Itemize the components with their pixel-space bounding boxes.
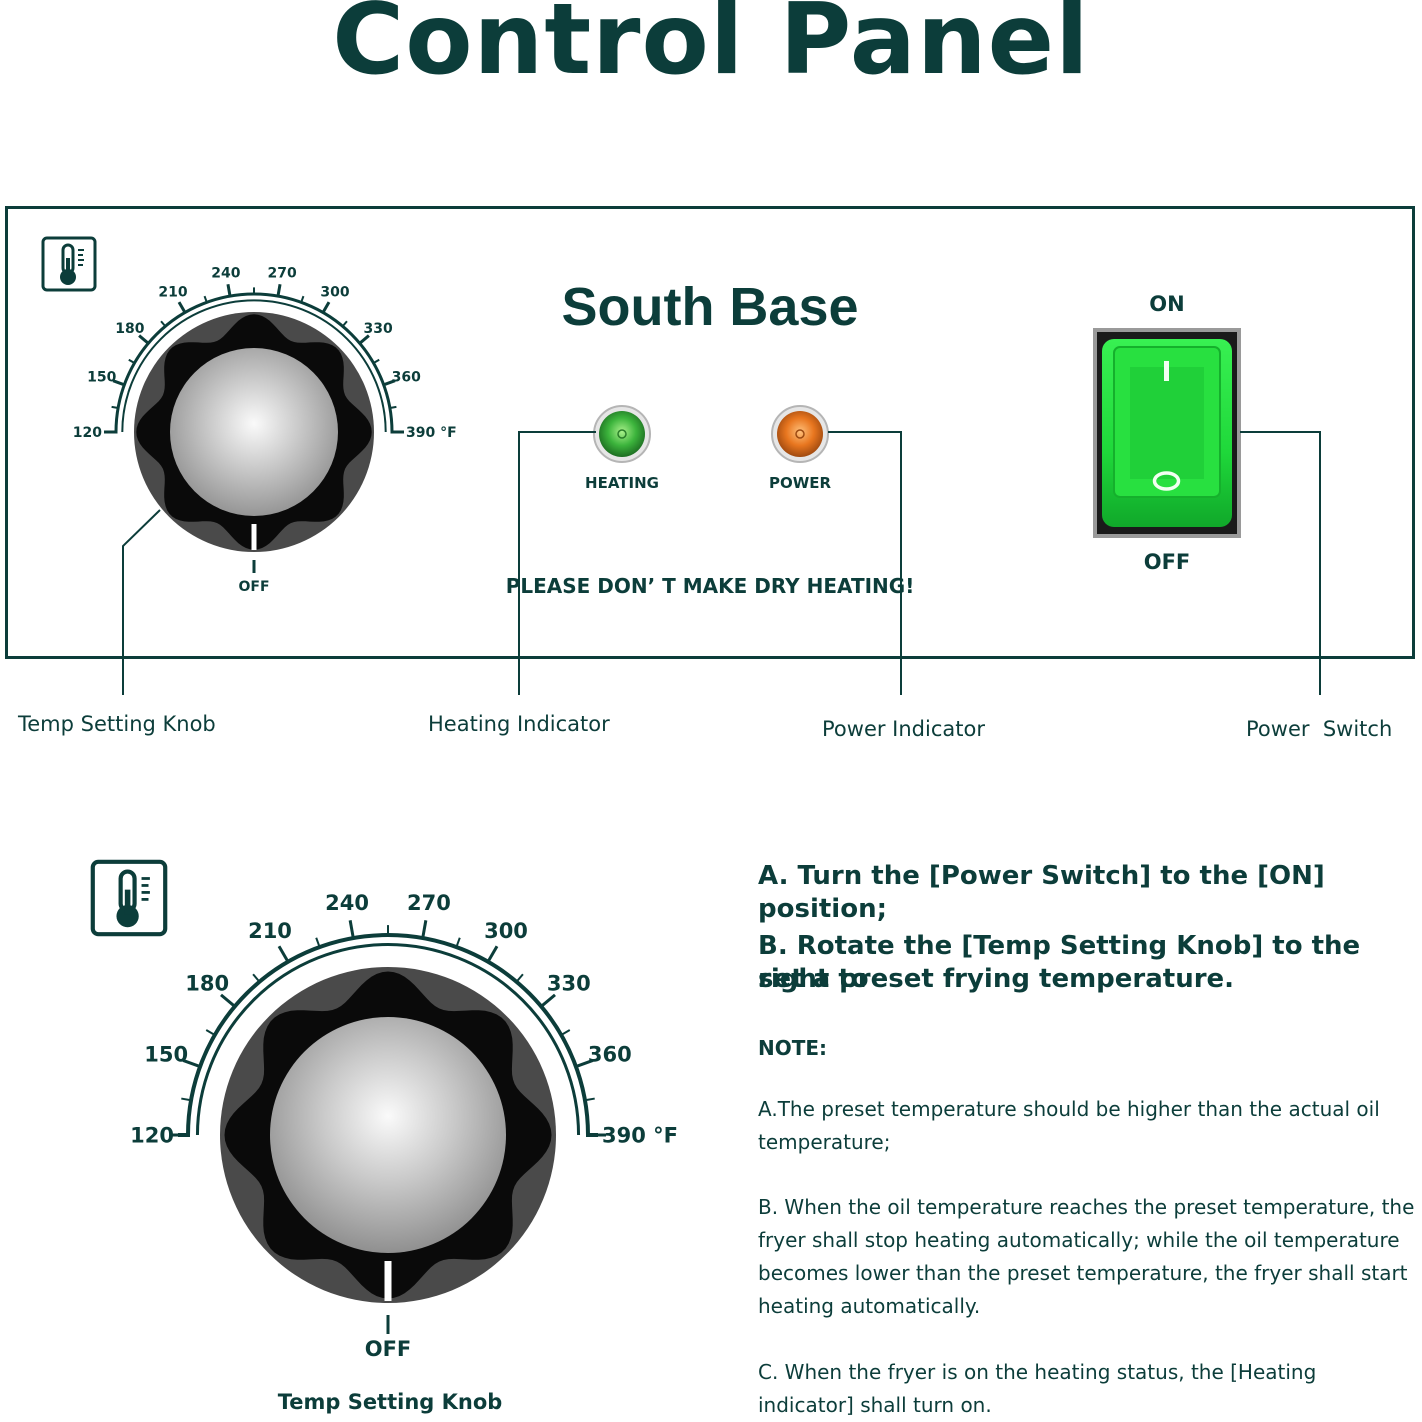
note-title: NOTE: [758, 1036, 828, 1060]
scale-label: 120 [73, 425, 102, 441]
knob-scale-labels: 120 150 180 210 240 270 300 330 360 390 … [130, 891, 678, 1147]
note-c: C. When the fryer is on the heating stat… [758, 1360, 1317, 1417]
scale-tick [421, 920, 428, 939]
knob-pointer [251, 524, 257, 550]
scale-tick [138, 334, 150, 345]
knob-scale-arc-inner [195, 943, 581, 1136]
power-label: POWER [768, 474, 832, 492]
scale-label: 360 [392, 369, 421, 385]
knob-cap [170, 348, 338, 516]
scale-label: 210 [158, 285, 187, 301]
scale-label: 150 [144, 1043, 188, 1067]
switch-off-label: OFF [1143, 550, 1191, 574]
scale-label: 270 [268, 265, 297, 281]
scale-tick [220, 993, 236, 1008]
scale-label: 210 [248, 919, 292, 943]
knob-cap [270, 1017, 506, 1253]
knob-scale-ticks [170, 920, 606, 1137]
scale-tick [383, 379, 396, 387]
switch-off-mark [1152, 471, 1181, 491]
callout-heating-indicator: Heating Indicator [428, 712, 610, 736]
note-b: B. When the oil temperature reaches the … [758, 1195, 1415, 1318]
switch-on-mark [1164, 361, 1169, 381]
scale-label: 330 [547, 972, 591, 996]
scale-tick [358, 334, 370, 345]
callout-power-switch: Power Switch [1246, 717, 1393, 741]
knob-off-label: OFF [238, 579, 269, 595]
knob-caption: Temp Setting Knob [277, 1390, 503, 1414]
scale-tick [182, 1059, 201, 1069]
scale-tick [321, 301, 331, 314]
step-a: A. Turn the [Power Switch] to the [ON] p… [758, 861, 1325, 924]
step-b-line2: set a preset frying temperature. [758, 964, 1235, 994]
page-title: Control Panel [332, 0, 1090, 97]
dry-heating-warning: PLEASE DON’ T MAKE DRY HEATING! [505, 574, 915, 598]
thermometer-icon [41, 236, 97, 292]
step-b-line1: B. Rotate the [Temp Setting Knob] to the… [758, 931, 1361, 994]
scale-tick [177, 301, 187, 314]
power-indicator-light [771, 405, 829, 463]
thermometer-icon [90, 859, 168, 937]
power-switch[interactable] [1092, 327, 1242, 539]
knob-off-label: OFF [365, 1337, 412, 1361]
scale-label: 330 [363, 321, 392, 337]
scale-tick [226, 284, 232, 297]
knob-scale-arc [178, 933, 598, 1137]
note-a: A.The preset temperature should be highe… [758, 1097, 1380, 1154]
brand-name: South Base [561, 277, 859, 337]
scale-tick [348, 920, 355, 939]
scale-tick [112, 379, 125, 387]
knob-pointer [384, 1261, 392, 1301]
heating-indicator-light [593, 405, 651, 463]
temp-setting-knob[interactable]: 120 150 180 210 240 270 300 330 360 390 … [60, 255, 460, 605]
scale-label: 180 [115, 321, 144, 337]
scale-label: 120 [130, 1123, 174, 1147]
heating-label: HEATING [585, 474, 659, 492]
switch-on-label: ON [1149, 292, 1185, 316]
scale-label: 360 [588, 1043, 632, 1067]
scale-tick [486, 945, 499, 963]
scale-label: 240 [325, 891, 369, 915]
scale-label: 390 °F [406, 425, 457, 441]
scale-label: 300 [484, 919, 528, 943]
scale-tick [575, 1059, 594, 1069]
scale-label: 300 [320, 285, 349, 301]
scale-tick [276, 284, 282, 297]
scale-label: 240 [211, 265, 240, 281]
scale-label: 390 °F [602, 1123, 678, 1147]
callout-power-indicator: Power Indicator [822, 717, 985, 741]
scale-label: 150 [87, 369, 116, 385]
knob-scale-labels: 120 150 180 210 240 270 300 330 360 390 … [73, 265, 457, 441]
knob-scale-arc-inner [121, 299, 387, 433]
knob-scale-arc [106, 292, 402, 434]
callout-temp-knob: Temp Setting Knob [18, 712, 216, 736]
scale-tick [540, 993, 556, 1008]
scale-label: 180 [185, 972, 229, 996]
scale-tick [277, 945, 290, 963]
scale-label: 270 [407, 891, 451, 915]
temp-setting-knob-detail[interactable]: 120 150 180 210 240 270 300 330 360 390 … [90, 880, 690, 1380]
control-panel-diagram [5, 206, 1415, 659]
